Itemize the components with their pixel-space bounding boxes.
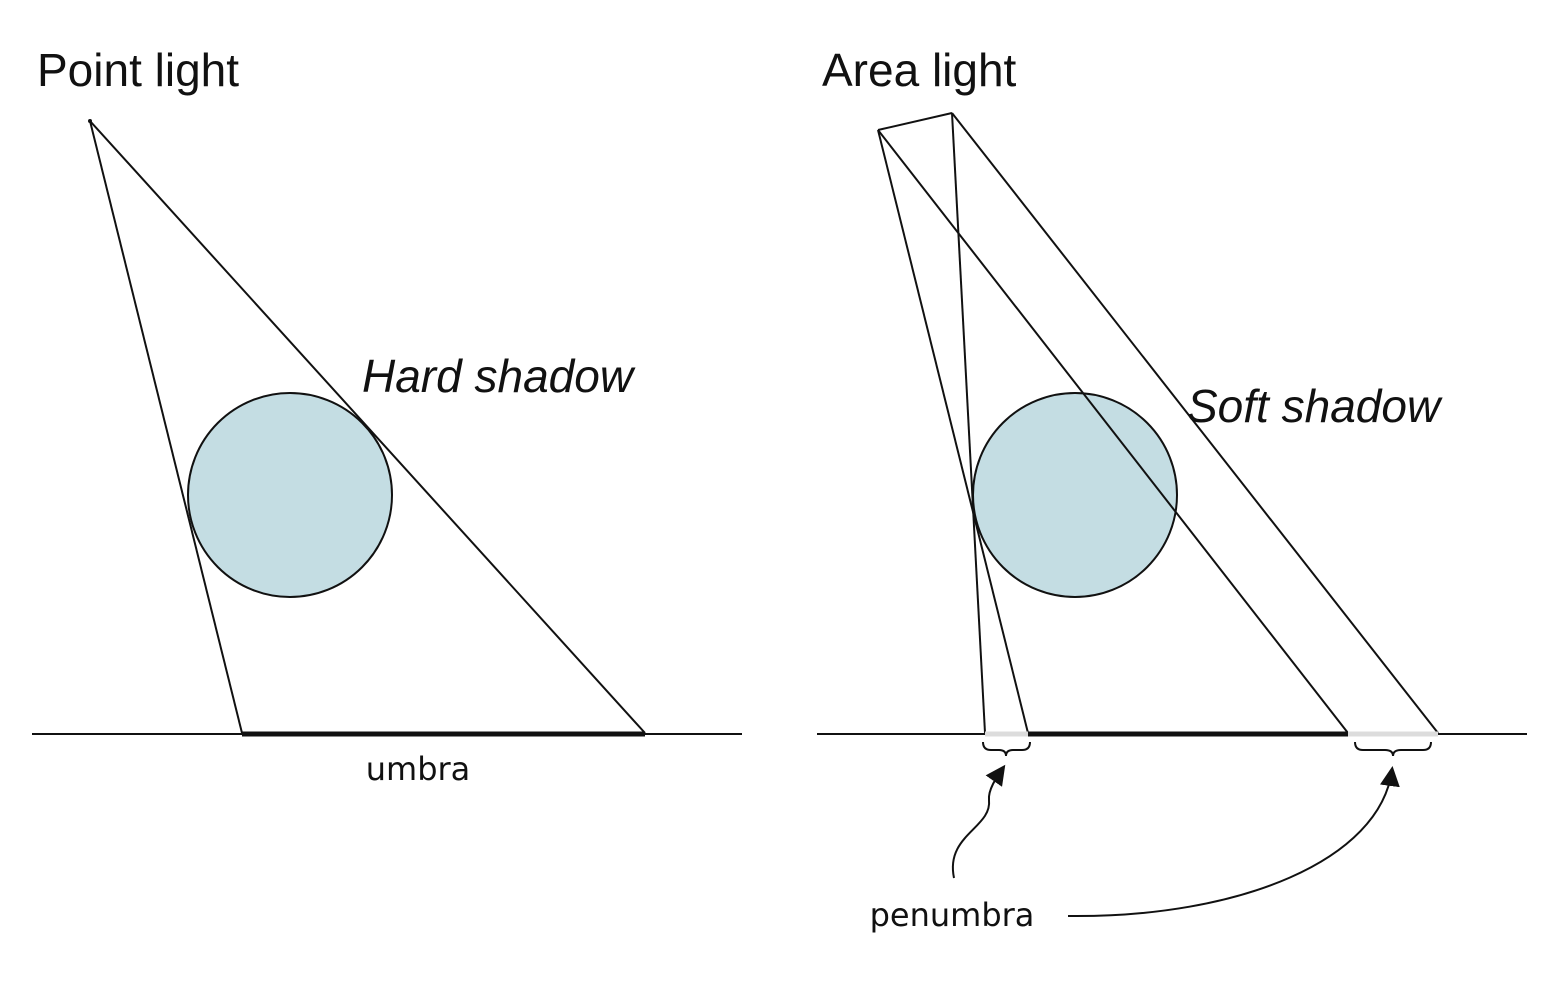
point-light-title: Point light xyxy=(37,44,239,96)
umbra-label: umbra xyxy=(366,750,471,788)
left-ray-upper xyxy=(89,120,646,734)
area-light-panel: Area light Soft shadow penumbra xyxy=(817,44,1527,934)
left-ray-lower xyxy=(89,120,243,734)
right-ray-a xyxy=(877,129,1029,734)
left-penumbra-brace xyxy=(982,741,1031,757)
right-ray-b xyxy=(951,112,986,734)
penumbra-label: penumbra xyxy=(870,896,1035,934)
area-light-title: Area light xyxy=(822,44,1017,96)
left-penumbra-arrow xyxy=(951,764,1006,879)
right-ray-d xyxy=(951,112,1439,734)
right-penumbra-arrow xyxy=(1067,766,1400,918)
point-light-panel: Point light Hard shadow umbra xyxy=(32,44,742,788)
area-light-source xyxy=(877,112,953,131)
soft-shadow-label: Soft shadow xyxy=(1187,380,1443,432)
hard-shadow-label: Hard shadow xyxy=(362,350,636,402)
left-occluder-sphere xyxy=(187,392,393,598)
right-ray-c xyxy=(877,129,1349,734)
right-penumbra-brace xyxy=(1354,741,1432,757)
point-light-source xyxy=(88,119,92,123)
right-occluder-sphere xyxy=(972,392,1178,598)
